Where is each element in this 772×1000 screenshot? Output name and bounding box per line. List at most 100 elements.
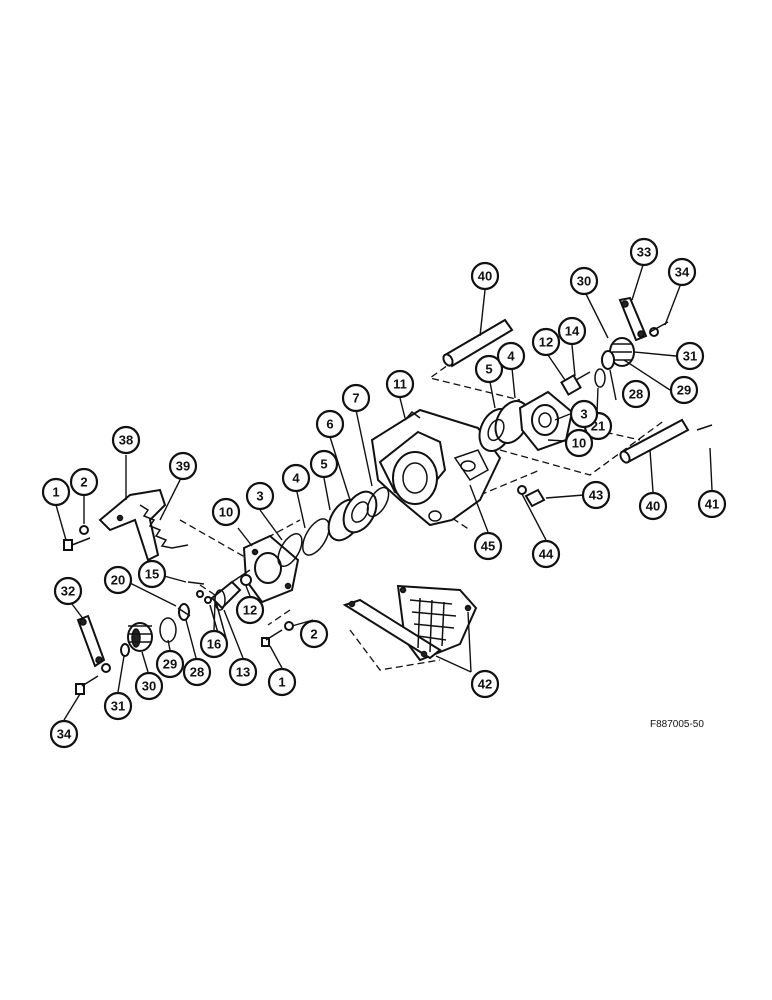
callout-29-left: 29 xyxy=(155,649,185,679)
callout-label: 30 xyxy=(142,679,156,694)
callout-31-right: 31 xyxy=(675,341,705,371)
callout-label: 1 xyxy=(52,485,59,500)
plate-42 xyxy=(342,584,478,662)
fitting-43 xyxy=(524,488,546,508)
pin-40-lower xyxy=(619,418,690,464)
callout-39: 39 xyxy=(168,451,198,481)
washer-28-left xyxy=(177,603,191,621)
callout-label: 5 xyxy=(485,362,492,377)
figure-id: F887005-50 xyxy=(650,719,704,730)
callout-30-right: 30 xyxy=(569,266,599,296)
callout-34-left: 34 xyxy=(49,719,79,749)
callout-38: 38 xyxy=(111,425,141,455)
callout-12-right: 12 xyxy=(531,327,561,357)
bearing-left xyxy=(327,486,390,542)
callout-1-lower: 1 xyxy=(267,667,297,697)
bolt-1-left xyxy=(63,525,91,551)
callout-10-right: 10 xyxy=(564,428,594,458)
callout-label: 2 xyxy=(310,627,317,642)
bolt-1-lower xyxy=(261,621,294,647)
callout-label: 2 xyxy=(80,475,87,490)
callout-33: 33 xyxy=(629,237,659,267)
callout-5-right: 5 xyxy=(474,354,504,384)
callout-label: 28 xyxy=(629,387,643,402)
callout-label: 40 xyxy=(646,499,660,514)
assembly-lines xyxy=(179,359,666,671)
callout-5-left: 5 xyxy=(309,449,339,479)
callout-label: 4 xyxy=(507,349,515,364)
callout-label: 42 xyxy=(478,677,492,692)
callout-14: 14 xyxy=(557,316,587,346)
leader-lines xyxy=(55,264,713,721)
lever-32 xyxy=(76,614,106,668)
callout-11: 11 xyxy=(385,369,415,399)
callout-30-left: 30 xyxy=(134,671,164,701)
callout-45: 45 xyxy=(473,531,503,561)
callout-label: 29 xyxy=(677,383,691,398)
bracket-38 xyxy=(98,488,167,562)
shaft-13 xyxy=(210,569,251,611)
callout-label: 28 xyxy=(190,665,204,680)
callout-label: 10 xyxy=(219,505,233,520)
callout-40-upper: 40 xyxy=(470,261,500,291)
callout-label: 3 xyxy=(256,489,263,504)
callout-label: 7 xyxy=(352,391,359,406)
callout-label: 33 xyxy=(637,245,651,260)
ring-29-left xyxy=(159,617,177,643)
callout-43: 43 xyxy=(581,480,611,510)
callout-label: 6 xyxy=(326,417,333,432)
callout-label: 29 xyxy=(163,657,177,672)
left-cover-plate xyxy=(242,534,300,604)
callout-20: 20 xyxy=(103,565,133,595)
callout-28-left: 28 xyxy=(182,657,212,687)
callout-label: 32 xyxy=(61,584,75,599)
pin-40-upper xyxy=(442,318,514,368)
lever-33 xyxy=(618,296,648,342)
callout-4-right: 4 xyxy=(496,341,526,371)
callout-label: 34 xyxy=(57,727,72,742)
callout-label: 31 xyxy=(683,349,697,364)
callout-3-left: 3 xyxy=(245,481,275,511)
callout-34-right: 34 xyxy=(667,257,697,287)
washer-31-left xyxy=(120,643,130,657)
callout-label: 45 xyxy=(481,539,495,554)
callout-label: 11 xyxy=(393,377,407,392)
callout-3-right: 3 xyxy=(569,399,599,429)
callout-label: 44 xyxy=(539,547,554,562)
callout-label: 20 xyxy=(111,573,125,588)
pin-15 xyxy=(187,581,205,585)
callout-label: 30 xyxy=(577,274,591,289)
callout-label: 4 xyxy=(292,471,300,486)
callout-label: 39 xyxy=(176,459,190,474)
callout-7: 7 xyxy=(341,383,371,413)
callout-label: 15 xyxy=(145,567,159,582)
ball-12-left xyxy=(240,574,252,586)
callout-label: 10 xyxy=(572,436,586,451)
callout-label: 14 xyxy=(565,324,580,339)
callout-2-left: 2 xyxy=(69,467,99,497)
knob-30-left xyxy=(127,622,153,652)
callout-label: 40 xyxy=(478,269,492,284)
callout-label: 38 xyxy=(119,433,133,448)
callout-44: 44 xyxy=(531,539,561,569)
pump-housing xyxy=(370,408,502,527)
bolt-34-left xyxy=(75,663,111,695)
callout-label: 34 xyxy=(675,265,690,280)
washer-28-right xyxy=(601,350,615,370)
shaft-12-right xyxy=(560,371,591,396)
callout-28-right: 28 xyxy=(621,379,651,409)
callout-label: 3 xyxy=(580,407,587,422)
callout-40-lower: 40 xyxy=(638,491,668,521)
callout-42: 42 xyxy=(470,669,500,699)
seal-rings-left xyxy=(277,518,330,567)
callout-label: 41 xyxy=(705,497,719,512)
pin-20 xyxy=(196,590,212,604)
callout-32: 32 xyxy=(53,576,83,606)
callout-12-left: 12 xyxy=(235,595,265,625)
callout-label: 16 xyxy=(207,637,221,652)
ring-21-right xyxy=(594,368,606,388)
callout-10-left: 10 xyxy=(211,497,241,527)
callout-29-right: 29 xyxy=(669,375,699,405)
callout-label: 13 xyxy=(236,665,250,680)
